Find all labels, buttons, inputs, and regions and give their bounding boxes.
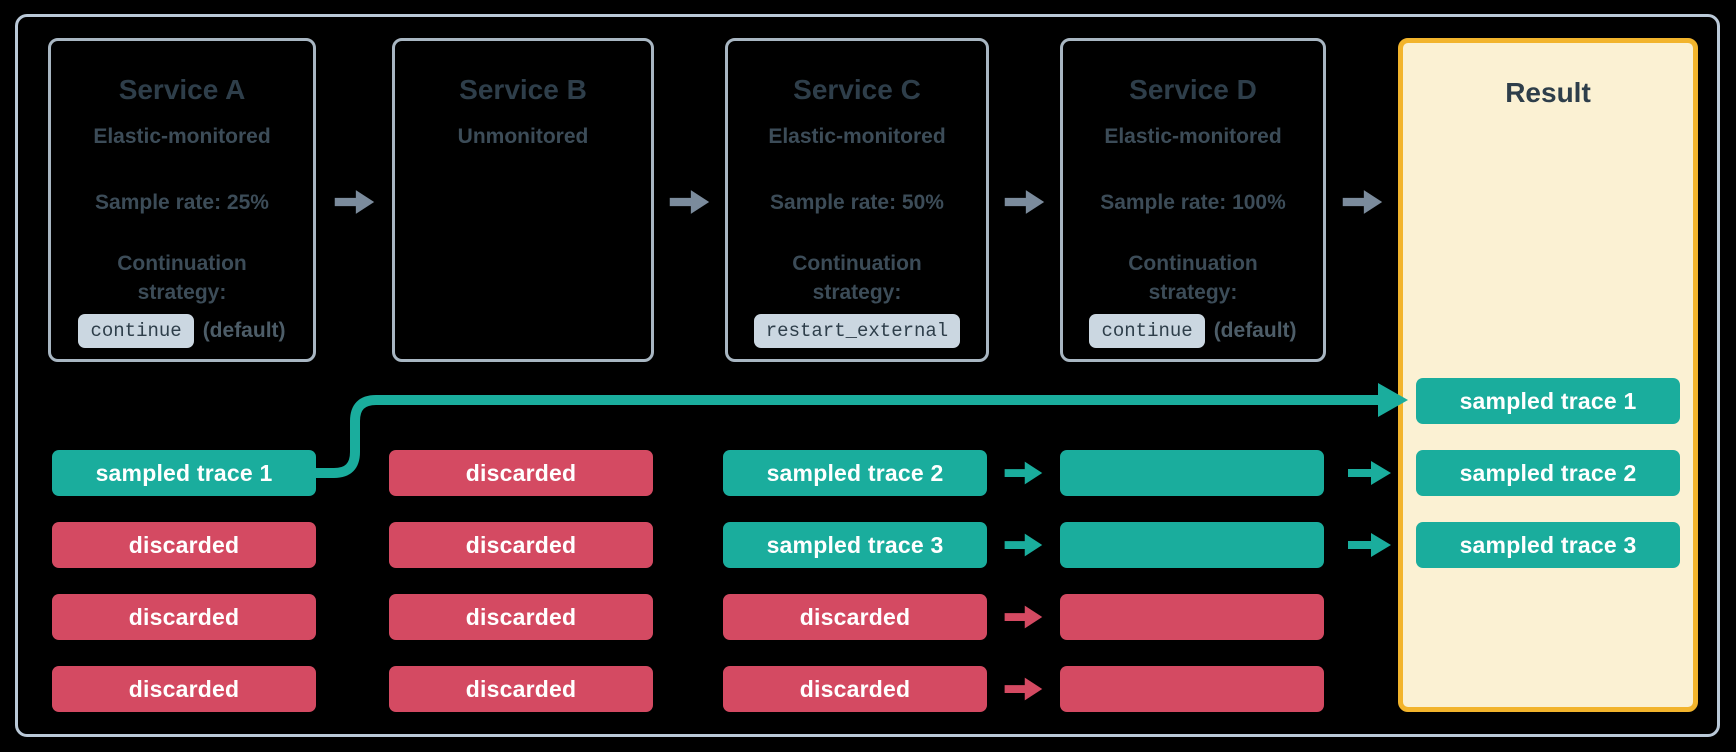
service-b-box: Service B Unmonitored [392,38,654,362]
arrow-icon [1000,459,1046,487]
service-a-strategy-row: continue (default) [51,312,313,350]
service-a-subtitle: Elastic-monitored [93,125,271,148]
service-a-continuation-label: Continuation strategy: [117,252,247,304]
service-a-sample-rate: Sample rate: 25% [95,191,269,214]
result-title: Result [1505,77,1591,108]
trace-bar [1060,594,1324,640]
result-box: Result [1398,38,1698,712]
service-c-subtitle: Elastic-monitored [768,125,946,148]
arrow-icon [1000,531,1046,559]
trace-bar: sampled trace 1 [52,450,316,496]
service-d-sample-rate: Sample rate: 100% [1100,191,1286,214]
service-d-strategy-suffix: (default) [1213,319,1297,342]
trace-bar: discarded [723,666,987,712]
trace-bar: discarded [723,594,987,640]
service-a-strategy-chip: continue [78,314,194,348]
service-b-subtitle: Unmonitored [457,125,589,148]
service-c-sample-rate: Sample rate: 50% [770,191,944,214]
trace-bar [1060,666,1324,712]
arrow-icon [1002,187,1046,217]
trace-bar: discarded [52,522,316,568]
service-d-continuation-label: Continuation strategy: [1128,252,1258,304]
arrow-icon [1340,187,1384,217]
arrow-icon [667,187,711,217]
arrow-icon [1340,529,1398,561]
arrow-icon [1000,675,1046,703]
service-d-strategy-chip: continue [1089,314,1205,348]
trace-bar: sampled trace 3 [1416,522,1680,568]
service-c-strategy-row: restart_external [728,312,986,350]
trace-bar [1060,450,1324,496]
trace-bar: sampled trace 2 [1416,450,1680,496]
trace-bar: discarded [389,522,653,568]
arrow-icon [1340,457,1398,489]
trace-bar [1060,522,1324,568]
service-d-subtitle: Elastic-monitored [1104,125,1282,148]
service-a-title: Service A [118,74,246,105]
trace-bar: sampled trace 3 [723,522,987,568]
arrow-icon [1000,603,1046,631]
service-c-title: Service C [793,74,921,105]
service-c-continuation-label: Continuation strategy: [792,252,922,304]
service-b-title: Service B [459,74,587,105]
trace-bar: sampled trace 1 [1416,378,1680,424]
trace-bar: discarded [389,594,653,640]
trace-bar: sampled trace 2 [723,450,987,496]
service-a-strategy-suffix: (default) [202,319,286,342]
service-d-box: Service D Elastic-monitored Sample rate:… [1060,38,1326,362]
trace-bar: discarded [389,666,653,712]
trace-bar: discarded [52,666,316,712]
service-c-strategy-chip: restart_external [753,314,961,348]
service-a-box: Service A Elastic-monitored Sample rate:… [48,38,316,362]
arrow-icon [332,187,376,217]
service-d-title: Service D [1129,74,1257,105]
outer-frame [15,14,1720,737]
trace-bar: discarded [52,594,316,640]
trace-bar: discarded [389,450,653,496]
service-d-strategy-row: continue (default) [1063,312,1323,350]
service-c-box: Service C Elastic-monitored Sample rate:… [725,38,989,362]
